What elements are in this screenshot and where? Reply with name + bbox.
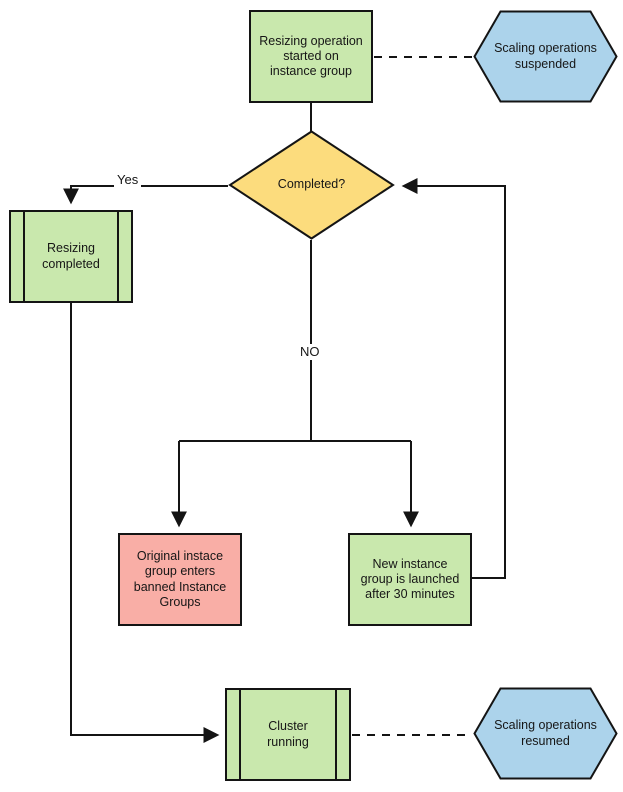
predefined-bar-right [117,212,119,301]
node-new-instance: New instance group is launched after 30 … [348,533,472,626]
node-cluster-running: Cluster running [225,688,351,781]
node-new-instance-label: New instance group is launched after 30 … [360,556,460,602]
diamond-shape [228,130,395,240]
node-scaling-suspended: Scaling operations suspended [473,10,618,103]
edge-resizing-to-cluster [70,303,220,743]
edge-new-instance-loop [401,178,506,579]
node-resizing-completed: Resizing completed [9,210,133,303]
hexagon-shape [473,10,618,103]
node-scaling-suspended-label: Scaling operations suspended [494,41,597,71]
node-resizing-started: Resizing operation started on instance g… [249,10,373,103]
node-resizing-started-label: Resizing operation started on instance g… [259,33,363,79]
predefined-bar-right [335,690,337,779]
node-scaling-resumed-label: Scaling operations resumed [494,718,597,748]
predefined-bar-left [239,690,241,779]
node-resizing-completed-label: Resizing completed [42,241,100,271]
node-decision-completed: Completed? [228,130,395,240]
edge-label-no: NO [297,344,323,360]
node-decision-completed-label: Completed? [277,177,346,192]
hexagon-shape [473,687,618,780]
edge-decision-yes [63,185,228,205]
node-cluster-running-label: Cluster running [267,719,309,749]
node-scaling-resumed: Scaling operations resumed [473,687,618,780]
edge-decision-no-trunk [179,240,411,442]
node-banned-group: Original instace group enters banned Ins… [118,533,242,626]
edge-label-yes: Yes [114,172,142,188]
predefined-bar-left [23,212,25,301]
node-banned-group-label: Original instace group enters banned Ins… [133,549,227,609]
